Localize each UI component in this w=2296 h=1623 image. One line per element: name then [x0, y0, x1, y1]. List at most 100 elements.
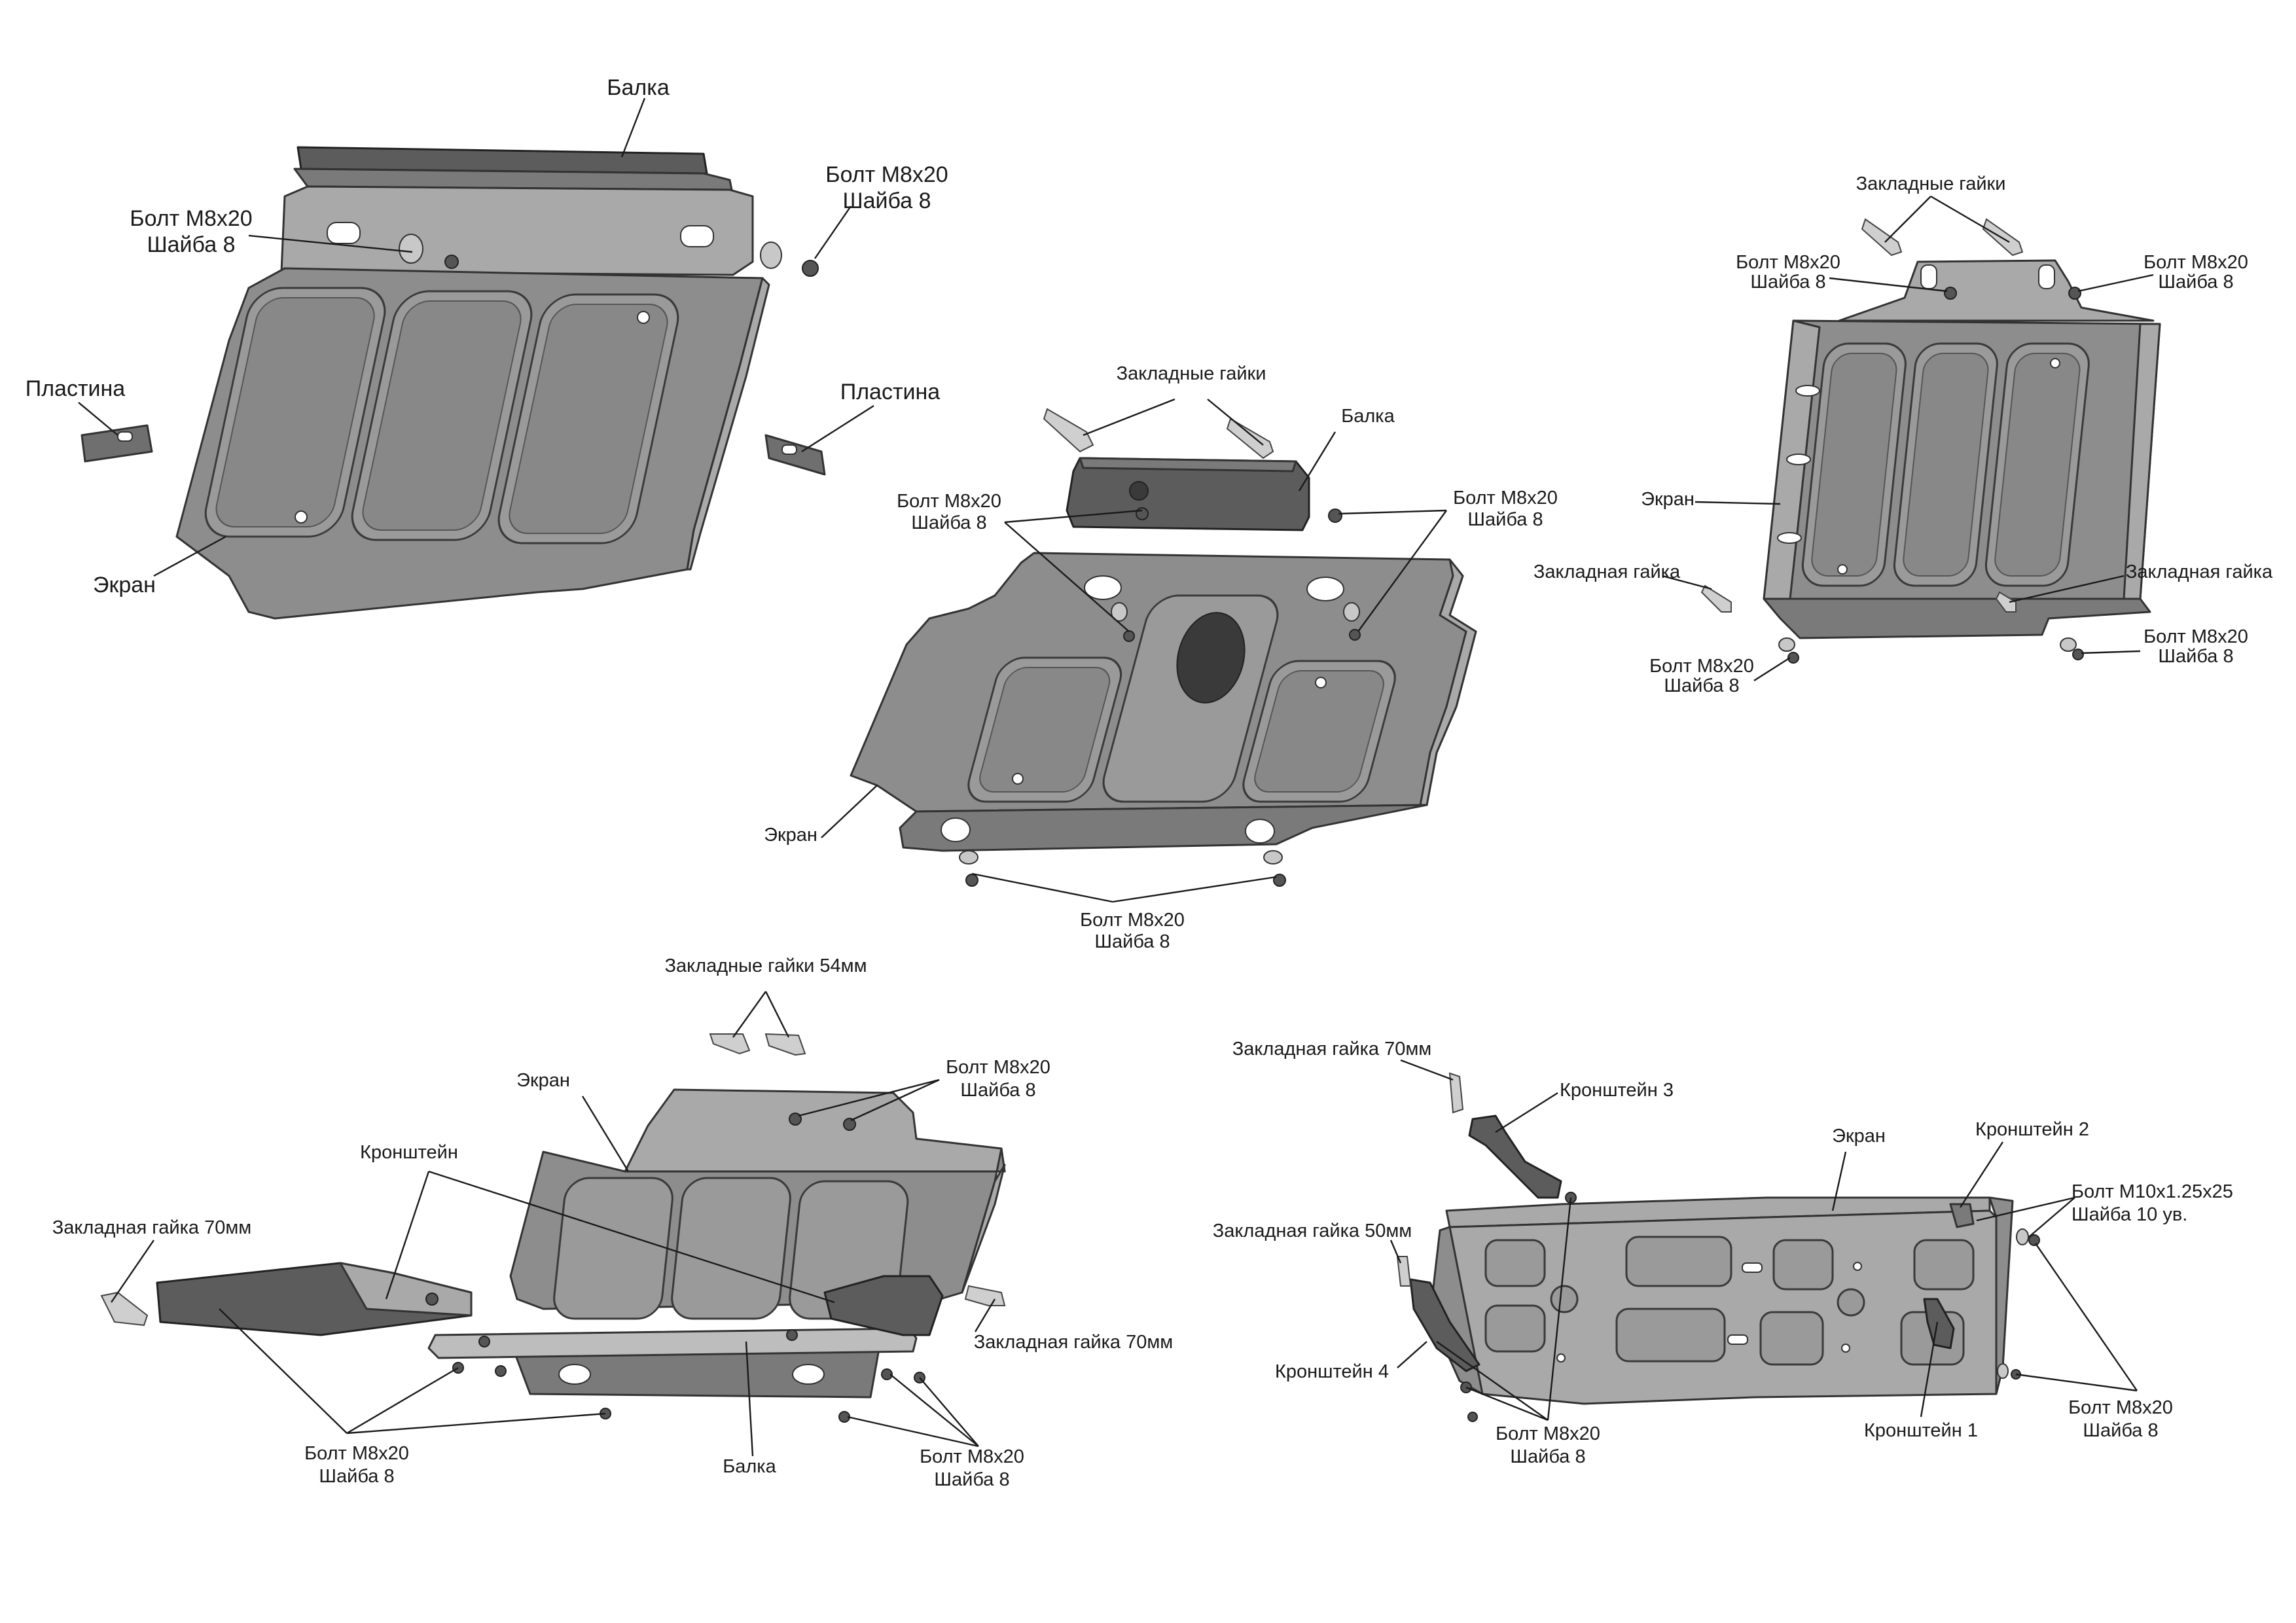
d3-leader-ekran — [1695, 501, 1781, 505]
d4-leader-bolt-br-a — [847, 1416, 979, 1448]
d4-bracket-right — [823, 1275, 944, 1336]
d5-leader-m10-a — [1976, 1196, 2075, 1222]
d5-hole-2 — [1841, 1344, 1850, 1353]
d2-label-bolt-right-2: Шайба 8 — [1467, 509, 1543, 530]
d3-leader-zaklad-right — [2009, 575, 2125, 603]
d4-leader-zaklad54-r — [764, 991, 790, 1038]
d3-leader-bolt-tl — [1829, 277, 1948, 293]
d5-label-bolt-bottom-2: Шайба 8 — [1510, 1446, 1585, 1467]
d5-label-ekran: Экран — [1832, 1126, 1886, 1147]
d2-bolt-bl — [965, 874, 978, 887]
d1-washer-center — [399, 234, 423, 264]
d4-rib-2 — [671, 1177, 791, 1320]
d5-leader-bolt-bottom-b — [1547, 1197, 1572, 1421]
d2-leader-bolt-left-b — [1004, 522, 1130, 632]
d3-leader-zaklad-l — [1884, 196, 1931, 243]
d3-rib-1-inner — [1811, 353, 1897, 577]
d4-nut-70-left — [100, 1291, 149, 1327]
d5-leader-kron1 — [1920, 1321, 1939, 1418]
d2-nut-right — [1226, 418, 1274, 459]
d5-panel-2 — [1484, 1304, 1546, 1353]
d5-label-kron1: Кронштейн 1 — [1864, 1420, 1978, 1441]
d2-hole-a — [1012, 773, 1024, 785]
d2-washer-tl — [1111, 602, 1128, 622]
d4-leader-balka — [745, 1341, 754, 1457]
d4-bracket-left-face — [339, 1262, 473, 1317]
d5-leader-zaklad70 — [1400, 1059, 1454, 1081]
d4-leader-bolt-bl-b — [346, 1366, 459, 1435]
d1-label-balka: Балка — [607, 75, 670, 100]
d4-leader-zaklad70-left — [111, 1240, 154, 1303]
d1-slot-left — [327, 222, 361, 244]
d5-leader-bolt-right-b — [2015, 1373, 2138, 1392]
d4-label-bolt-bl-2: Шайба 8 — [319, 1466, 394, 1487]
d2-slot-bl — [941, 817, 971, 842]
d3-label-zaklad-right: Закладная гайка — [2126, 562, 2273, 582]
d5-panel-6 — [1759, 1311, 1824, 1366]
d1-label-bolt-right-2: Шайба 8 — [842, 188, 931, 213]
d3-bolt-tl — [1944, 287, 1957, 300]
d2-leader-balka — [1298, 431, 1336, 491]
d5-label-bolt-right-1: Болт М8х20 — [2068, 1397, 2173, 1418]
d3-label-bolt-tl-2: Шайба 8 — [1750, 272, 1825, 293]
d4-bolt-br-2 — [881, 1368, 893, 1380]
d3-slot-left — [1920, 264, 1937, 289]
d4-leader-zaklad54-l — [732, 991, 766, 1038]
d5-boss-right — [1837, 1288, 1865, 1317]
d4-bolt-bl-2 — [495, 1365, 507, 1377]
d1-label-bolt-left-2: Шайба 8 — [147, 232, 235, 257]
d5-label-bolt-right-2: Шайба 8 — [2083, 1420, 2158, 1441]
d3-hole-a — [1837, 564, 1848, 575]
d3-bolt-br — [2072, 649, 2084, 660]
d2-washer-bl — [959, 850, 978, 865]
d4-label-bolt-top-1: Болт М8х20 — [946, 1057, 1050, 1078]
d5-panel-5 — [1772, 1239, 1834, 1291]
d5-washer-right — [1997, 1363, 2009, 1379]
d5-label-kron3: Кронштейн 3 — [1560, 1080, 1674, 1101]
d5-bracket-3 — [1468, 1115, 1562, 1199]
d4-slot-br — [792, 1364, 825, 1385]
d2-center-hatch — [1176, 612, 1246, 704]
d3-rib-2-inner — [1903, 353, 1989, 577]
d4-leader-bolt-bl-a — [219, 1308, 348, 1434]
d4-leader-bolt-top-b — [850, 1079, 940, 1122]
d2-label-bolt-bottom-1: Болт М8х20 — [1080, 910, 1185, 931]
d2-beam-hole — [1129, 481, 1149, 501]
d3-label-bolt-tr-2: Шайба 8 — [2158, 272, 2233, 293]
d2-screen-bottom-flange — [899, 804, 1428, 852]
d5-boss-left — [1550, 1285, 1579, 1313]
d5-leader-kron4 — [1397, 1341, 1427, 1368]
d5-leader-bolt-right-a — [2035, 1243, 2138, 1391]
d2-washer-tr — [1343, 602, 1360, 622]
d4-leader-kron-b — [428, 1170, 835, 1304]
d1-beam — [293, 146, 733, 191]
d3-label-bolt-br-1: Болт М8х20 — [2144, 626, 2248, 647]
d4-label-zaklad70-right: Закладная гайка 70мм — [974, 1332, 1173, 1353]
d4-label-bolt-br-1: Болт М8х20 — [920, 1446, 1024, 1467]
d4-rib-1 — [553, 1177, 673, 1320]
d3-label-bolt-tl-1: Болт М8х20 — [1736, 252, 1840, 273]
d3-bolt-bl — [1787, 652, 1799, 664]
d4-label-balka: Балка — [723, 1456, 776, 1477]
d4-slot-bl — [558, 1364, 591, 1385]
d2-bolt-br — [1273, 874, 1286, 887]
d2-rib-3-inner — [1254, 670, 1384, 793]
d4-label-zaklad70-left: Закладная гайка 70мм — [52, 1217, 251, 1238]
d2-nut-left — [1043, 408, 1094, 453]
d1-leader-bolt-left — [248, 234, 413, 253]
d1-plastina-left-hole — [117, 431, 133, 442]
d5-leader-ekran — [1831, 1151, 1847, 1211]
diagram-4-assembly: Закладные гайки 54мм Экран Болт М8х20 Ша… — [52, 955, 1173, 1490]
d5-bracket-2 — [1949, 1203, 1975, 1228]
d2-leader-bolt-right-b — [1357, 510, 1447, 632]
d1-label-plastina-left: Пластина — [26, 376, 126, 401]
d2-leader-zaklad-l — [1083, 398, 1175, 437]
d3-label-bolt-br-2: Шайба 8 — [2158, 646, 2233, 667]
d3-nut-bl — [1700, 584, 1732, 613]
d2-bolt-beam-right — [1328, 508, 1342, 523]
d4-nut-54-right — [764, 1033, 806, 1056]
d2-bolt-beam-left — [1136, 507, 1149, 520]
d2-washer-br — [1263, 850, 1283, 865]
d2-rib-1-inner — [979, 667, 1111, 793]
